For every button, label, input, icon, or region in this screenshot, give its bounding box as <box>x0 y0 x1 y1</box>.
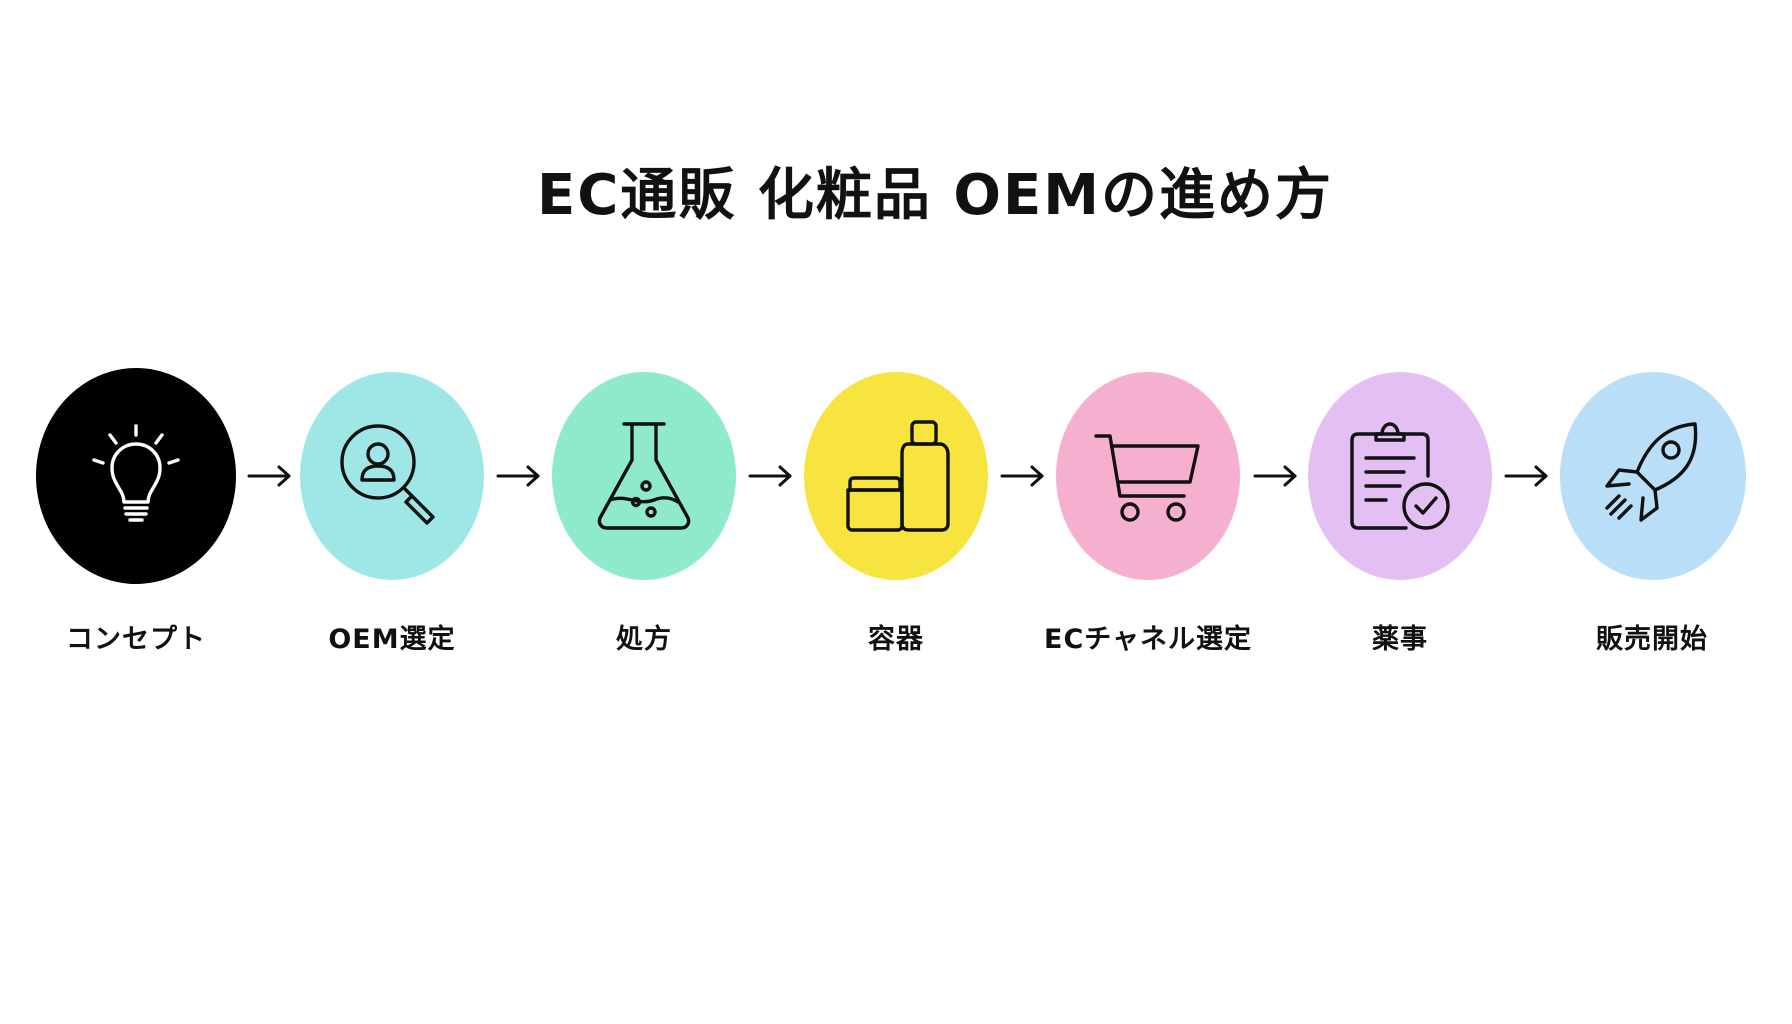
search-person-icon <box>340 424 435 525</box>
arrow-right-icon <box>748 465 792 487</box>
step-ec-channel: ECチャネル選定 <box>1044 372 1256 672</box>
step-label: OEM選定 <box>328 624 456 655</box>
page-title: EC通販 化粧品 OEMの進め方 <box>537 163 1333 228</box>
arrow-right-icon <box>247 465 291 487</box>
flask-icon <box>597 422 691 530</box>
arrow-right-icon <box>496 465 540 487</box>
arrow-right-icon <box>1253 465 1297 487</box>
step-circle <box>36 368 236 584</box>
step-circle <box>1056 372 1240 580</box>
step-container: 容器 <box>804 372 1004 672</box>
step-label: コンセプト <box>66 624 206 655</box>
step-formulation: 処方 <box>552 372 752 672</box>
step-circle <box>300 372 484 580</box>
cosmetic-container-icon <box>846 420 950 532</box>
step-circle <box>1560 372 1746 580</box>
step-circle <box>1308 372 1492 580</box>
clipboard-check-icon <box>1350 422 1450 530</box>
arrow-right-icon <box>1000 465 1044 487</box>
step-concept: コンセプト <box>36 368 236 672</box>
rocket-icon <box>1605 422 1698 522</box>
step-label: 薬事 <box>1372 624 1428 655</box>
lightbulb-icon <box>92 424 180 522</box>
step-label: 容器 <box>868 624 924 655</box>
arrow-right-icon <box>1504 465 1548 487</box>
shopping-cart-icon <box>1094 434 1200 522</box>
step-label: 販売開始 <box>1596 624 1708 655</box>
step-circle <box>804 372 988 580</box>
step-regulatory: 薬事 <box>1308 372 1508 672</box>
step-label: 処方 <box>616 624 672 655</box>
step-circle <box>552 372 736 580</box>
step-launch: 販売開始 <box>1560 372 1760 672</box>
step-label: ECチャネル選定 <box>1044 624 1252 655</box>
step-oem-selection: OEM選定 <box>300 372 500 672</box>
